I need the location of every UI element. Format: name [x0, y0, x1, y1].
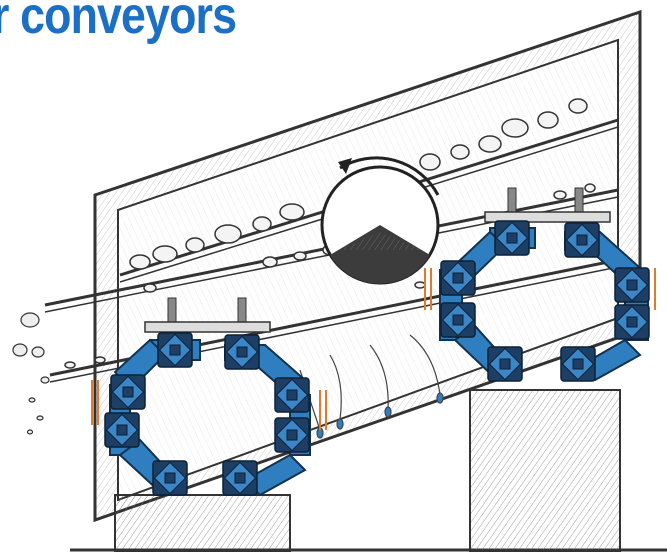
falling-particles [12, 312, 50, 435]
left-springs [91, 380, 327, 430]
right-mount-plate [484, 187, 611, 223]
right-support-base [469, 389, 621, 552]
discharge-drops [299, 334, 444, 439]
right-springs [424, 268, 656, 310]
left-vibrator-module [104, 332, 311, 497]
curved-arrow-icon [338, 156, 440, 196]
eccentric-drive [320, 165, 440, 285]
page-title: r conveyors [0, 0, 237, 45]
material-rocks [64, 98, 596, 369]
right-vibrator-module [439, 220, 650, 382]
left-mount-plate [144, 297, 271, 333]
